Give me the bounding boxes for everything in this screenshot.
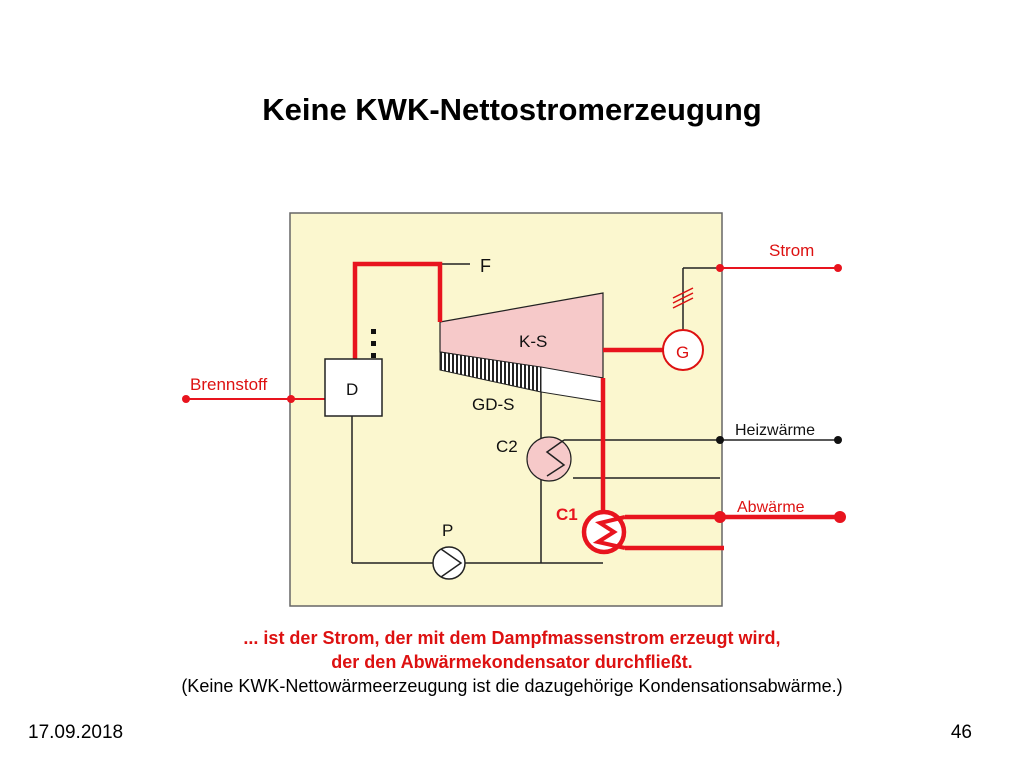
slide-title: Keine KWK-Nettostromerzeugung: [262, 92, 762, 127]
label-brennstoff: Brennstoff: [190, 375, 267, 394]
black-piping: [351, 263, 838, 564]
condenser-c1: [581, 509, 627, 555]
label-abwaerme: Abwärme: [737, 499, 805, 516]
label-gds: GD-S: [472, 395, 515, 414]
label-strom: Strom: [769, 241, 814, 260]
condenser-c2: [526, 436, 572, 482]
pump-p-symbol: [440, 548, 463, 578]
condenser-c2-coil: [545, 439, 566, 477]
caption-line-3: (Keine KWK-Nettowärmeerzeugung ist die d…: [181, 676, 843, 696]
label-f: F: [480, 256, 491, 276]
terminal-dots: [182, 264, 846, 523]
caption-line-2: der den Abwärmekondensator durchfließt.: [331, 652, 693, 672]
red-piping: [352, 261, 840, 551]
pump-p: [432, 546, 466, 580]
label-heizwaerme: Heizwärme: [735, 422, 815, 439]
red-signal-lines: [186, 267, 838, 400]
label-p: P: [442, 521, 453, 540]
steam-dots: [371, 329, 376, 358]
page-number: 46: [950, 722, 972, 743]
label-d: D: [346, 380, 358, 399]
slide-date: 17.09.2018: [28, 722, 124, 743]
label-ks: K-S: [519, 332, 547, 351]
label-c1: C1: [556, 505, 578, 524]
generator-hash-marks: [672, 287, 694, 309]
boiler-d: [324, 358, 383, 417]
label-g: G: [676, 343, 689, 362]
label-c2: C2: [496, 437, 518, 456]
condenser-c1-coil: [592, 515, 626, 550]
generator-g: [662, 329, 704, 371]
caption-line-1: ... ist der Strom, der mit dem Dampfmass…: [243, 628, 781, 648]
